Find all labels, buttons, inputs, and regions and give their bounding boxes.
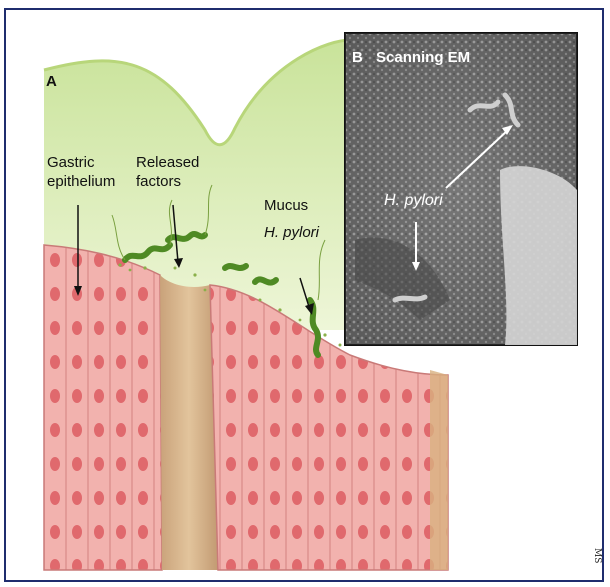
em-title: Scanning EM	[376, 49, 470, 66]
bacterium	[225, 266, 246, 268]
em-h-pylori-label: H. pylori	[384, 192, 443, 210]
gastric-pit	[160, 275, 218, 570]
gastric-epithelium-label: Gastric epithelium	[47, 153, 115, 191]
artist-signature: MS	[592, 548, 602, 563]
h-pylori-label: H. pylori	[264, 224, 319, 241]
mucus-label: Mucus	[264, 196, 308, 215]
em-micrograph	[345, 33, 577, 345]
bacterium	[255, 279, 276, 282]
released-factors-label: Released factors	[136, 153, 199, 191]
panel-b-letter: B	[352, 49, 363, 66]
panel-a-letter: A	[46, 73, 57, 90]
epithelium-left	[44, 245, 162, 570]
